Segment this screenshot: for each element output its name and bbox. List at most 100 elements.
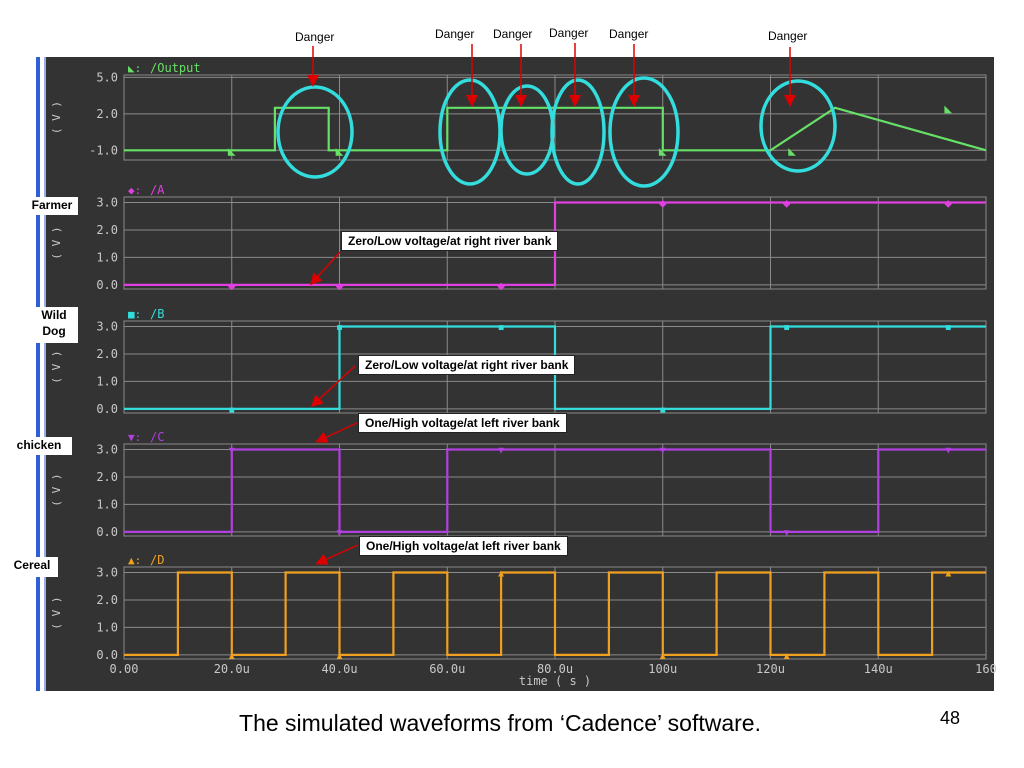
danger-label: Danger (295, 30, 335, 44)
data-marker: ◆ (944, 198, 952, 209)
y-tick-label: 3.0 (96, 319, 118, 333)
danger-highlight-ellipse (438, 78, 502, 186)
y-axis-unit: ( V ) (50, 101, 63, 134)
series-marker-icon: ◆: (128, 184, 141, 197)
series-name: /C (150, 430, 164, 444)
waveform-line (124, 571, 986, 657)
danger-highlight-ellipse (276, 85, 354, 179)
series-marker-icon: ◣: (128, 62, 141, 75)
y-axis-unit: ( V ) (50, 596, 63, 629)
data-marker: ■ (784, 322, 790, 333)
data-marker: ◆ (783, 198, 791, 209)
data-marker: ▼ (335, 528, 345, 539)
danger-label: Danger (609, 27, 649, 41)
data-marker: ■ (660, 405, 666, 416)
annotation-arrow (315, 544, 359, 565)
y-tick-label: 0.0 (96, 402, 118, 416)
y-tick-label: 2.0 (96, 107, 118, 121)
data-marker: ■ (498, 322, 504, 333)
series-marker-icon: ▼: (128, 431, 141, 444)
y-tick-label: 3.0 (96, 442, 118, 456)
data-marker: ◣ (788, 146, 796, 157)
data-marker: ▼ (782, 528, 792, 539)
side-label-wild-dog: Wild Dog (30, 307, 78, 343)
data-marker: ▲ (658, 651, 668, 662)
data-marker: ▲ (496, 568, 506, 579)
y-tick-label: 3.0 (96, 195, 118, 209)
data-marker: ◣ (336, 146, 344, 157)
data-marker: ◆ (497, 281, 505, 292)
y-tick-label: -1.0 (89, 143, 118, 157)
side-label-farmer: Farmer (26, 197, 78, 215)
annotation-box: One/High voltage/at left river bank (359, 536, 568, 556)
danger-label: Danger (493, 27, 533, 41)
annotation-arrow (310, 365, 356, 408)
x-tick-label: 100u (648, 662, 677, 676)
danger-highlight-ellipse (499, 84, 555, 176)
annotation-arrow (309, 251, 341, 286)
y-axis-unit: ( V ) (50, 473, 63, 506)
series-marker-icon: ■: (128, 308, 141, 321)
series-name: /B (150, 307, 164, 321)
left-border-bar-inner (44, 57, 46, 691)
x-tick-label: 20.0u (214, 662, 250, 676)
data-marker: ◆ (228, 281, 236, 292)
annotation-arrow (315, 422, 358, 443)
y-tick-label: 0.0 (96, 278, 118, 292)
data-marker: ▲ (782, 651, 792, 662)
x-tick-label: 80.0u (537, 662, 573, 676)
danger-label: Danger (435, 27, 475, 41)
danger-label: Danger (549, 26, 589, 40)
y-tick-label: 0.0 (96, 525, 118, 539)
waveform-line (124, 448, 986, 534)
x-tick-label: 60.0u (429, 662, 465, 676)
y-tick-label: 2.0 (96, 593, 118, 607)
series-name: /Output (150, 61, 201, 75)
data-marker: ■ (945, 322, 951, 333)
y-tick-label: 2.0 (96, 470, 118, 484)
annotation-box: Zero/Low voltage/at right river bank (358, 355, 576, 375)
side-label-line: Wild (41, 308, 67, 322)
data-marker: ◆ (336, 281, 344, 292)
left-border-bar (36, 57, 40, 691)
series-marker-icon: ▲: (128, 554, 141, 567)
y-tick-label: 1.0 (96, 374, 118, 388)
side-label-line: Dog (42, 324, 66, 338)
side-label-chicken: chicken (6, 437, 72, 455)
y-tick-label: 1.0 (96, 250, 118, 264)
data-marker: ■ (336, 322, 342, 333)
y-tick-label: 2.0 (96, 347, 118, 361)
danger-highlight-ellipse (550, 78, 606, 186)
y-axis-unit: ( V ) (50, 226, 63, 259)
y-tick-label: 0.0 (96, 648, 118, 662)
page-number: 48 (940, 708, 961, 728)
x-axis-label: time ( s ) (519, 674, 591, 688)
data-marker: ▲ (943, 568, 953, 579)
data-marker: ◣ (659, 146, 667, 157)
data-marker: ◆ (659, 198, 667, 209)
data-marker: ▼ (943, 445, 953, 456)
y-tick-label: 2.0 (96, 223, 118, 237)
data-marker: ▼ (227, 445, 237, 456)
side-label-cereal: Cereal (6, 557, 58, 577)
y-axis-unit: ( V ) (50, 350, 63, 383)
annotation-box: Zero/Low voltage/at right river bank (341, 231, 559, 251)
data-marker: ▲ (227, 651, 237, 662)
x-tick-label: 0.00 (110, 662, 139, 676)
data-marker: ▼ (496, 445, 506, 456)
series-name: /D (150, 553, 164, 567)
x-tick-label: 120u (756, 662, 785, 676)
data-marker: ▲ (335, 651, 345, 662)
y-tick-label: 3.0 (96, 565, 118, 579)
x-tick-label: 140u (864, 662, 893, 676)
data-marker: ■ (229, 405, 235, 416)
series-name: /A (150, 183, 165, 197)
x-tick-label: 160 (975, 662, 997, 676)
x-tick-label: 40.0u (321, 662, 357, 676)
data-marker: ▼ (658, 445, 668, 456)
data-marker: ◣ (228, 146, 236, 157)
danger-highlight-ellipse (608, 76, 680, 188)
y-tick-label: 1.0 (96, 620, 118, 634)
danger-highlight-ellipse (759, 79, 837, 173)
